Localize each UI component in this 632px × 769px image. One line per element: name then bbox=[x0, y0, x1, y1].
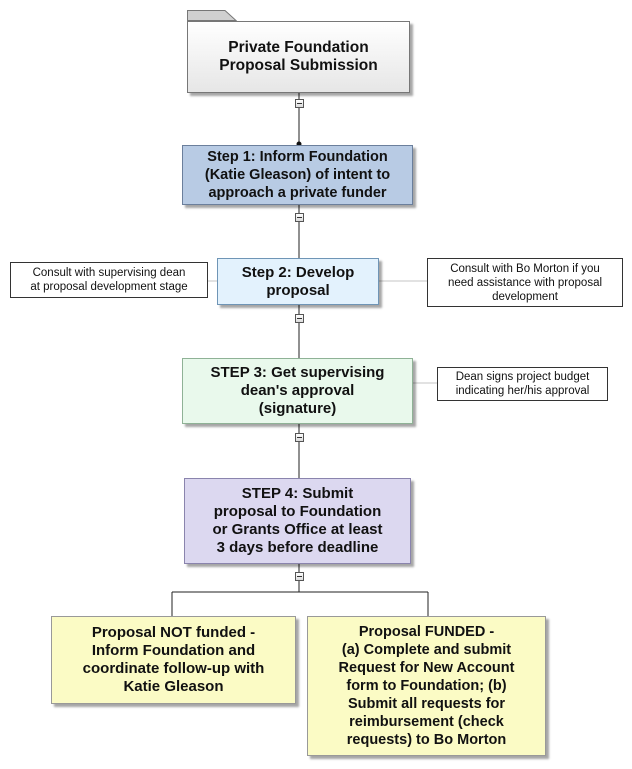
collapse-step1-icon[interactable] bbox=[295, 213, 304, 222]
note-bo-morton: Consult with Bo Morton if you need assis… bbox=[427, 258, 623, 307]
minus-icon bbox=[297, 437, 302, 438]
minus-icon bbox=[297, 103, 302, 104]
step-2-node[interactable]: Step 2: Develop proposal bbox=[217, 258, 379, 305]
folder-tab bbox=[187, 10, 237, 21]
minus-icon bbox=[297, 576, 302, 577]
step-3-node[interactable]: STEP 3: Get supervising dean's approval … bbox=[182, 358, 413, 424]
collapse-root-icon[interactable] bbox=[295, 99, 304, 108]
outcome-not-funded-node[interactable]: Proposal NOT funded - Inform Foundation … bbox=[51, 616, 296, 704]
step-1-node[interactable]: Step 1: Inform Foundation (Katie Gleason… bbox=[182, 145, 413, 205]
minus-icon bbox=[297, 318, 302, 319]
minus-icon bbox=[297, 217, 302, 218]
note-budget-approval: Dean signs project budget indicating her… bbox=[437, 367, 608, 401]
root-node[interactable]: Private Foundation Proposal Submission bbox=[187, 21, 410, 93]
collapse-step4-icon[interactable] bbox=[295, 572, 304, 581]
outcome-funded-node[interactable]: Proposal FUNDED - (a) Complete and submi… bbox=[307, 616, 546, 756]
note-dean-consult: Consult with supervising dean at proposa… bbox=[10, 262, 208, 298]
collapse-step2-icon[interactable] bbox=[295, 314, 304, 323]
step-4-node[interactable]: STEP 4: Submit proposal to Foundation or… bbox=[184, 478, 411, 564]
collapse-step3-icon[interactable] bbox=[295, 433, 304, 442]
